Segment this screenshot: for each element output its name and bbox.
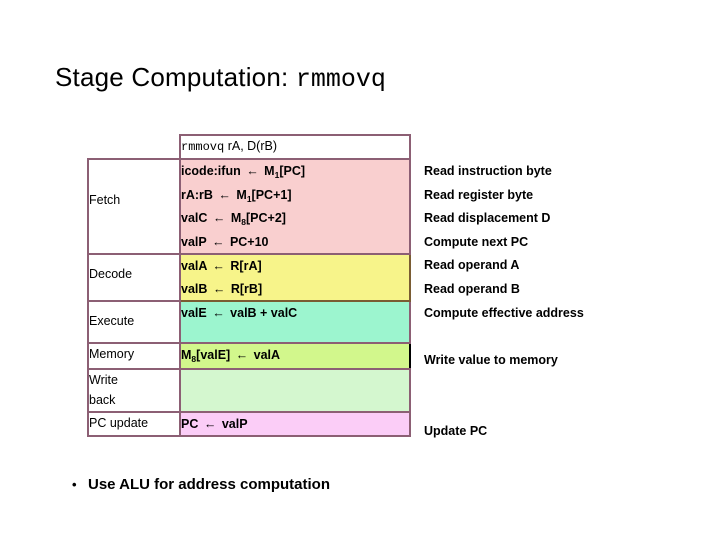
operations-memory: M8[valE] ← valA xyxy=(179,342,411,370)
stage-label-decode-cell: Decode xyxy=(87,253,181,302)
operation-line: valB ← R[rB] xyxy=(181,281,263,296)
stage-label-writeback-line1: Write xyxy=(89,372,118,387)
table-row-memory: Memory M8[valE] ← valA xyxy=(87,342,411,370)
assign-arrow-icon: ← xyxy=(246,164,259,178)
operations-pc-update: PC ← valP xyxy=(179,410,411,437)
operation-line: valA ← R[rA] xyxy=(181,259,262,273)
description-read-operand-b: Read operand B xyxy=(424,281,520,296)
stage-label-decode: Decode xyxy=(89,267,133,281)
description-read-operand-a: Read operand A xyxy=(424,258,520,273)
header-stage-blank xyxy=(88,135,180,159)
stage-computation-table: rmmovq rA, D(rB) Fetch icode:ifun ← M1[P… xyxy=(87,134,411,437)
table-row-fetch: Fetch icode:ifun ← M1[PC] rA:rB ← M1[PC+… xyxy=(87,158,411,255)
operation-line: valP ← PC+10 xyxy=(181,234,269,249)
description-read-displacement: Read displacement D xyxy=(424,211,551,226)
assign-arrow-icon: ← xyxy=(218,187,231,202)
assign-arrow-icon: ← xyxy=(211,234,225,249)
assign-arrow-icon: ← xyxy=(203,416,217,431)
assign-arrow-icon: ← xyxy=(212,281,226,296)
stage-label-fetch-cell: Fetch xyxy=(87,158,181,255)
stage-label-writeback-line2: back xyxy=(89,392,116,407)
assign-arrow-icon: ← xyxy=(212,211,226,225)
stage-label-execute: Execute xyxy=(89,314,135,328)
assign-arrow-icon: ← xyxy=(212,306,225,320)
stage-label-pc-update-cell: PC update xyxy=(87,410,181,437)
assign-arrow-icon: ← xyxy=(235,348,249,362)
stage-label-pc-update: PC update xyxy=(89,415,149,430)
header-instruction-text: rmmovq rA, D(rB) xyxy=(181,136,409,158)
header-instruction-mono: rmmovq xyxy=(181,140,225,154)
description-column: Read instruction byte Read register byte… xyxy=(424,160,684,443)
description-compute-effective-address: Compute effective address xyxy=(424,305,584,320)
table-header-row: rmmovq rA, D(rB) xyxy=(88,134,411,160)
operation-line: M8[valE] ← valA xyxy=(181,348,281,364)
description-read-instruction-byte: Read instruction byte xyxy=(424,164,552,178)
operation-line: rA:rB ← M1[PC+1] xyxy=(181,187,292,204)
stage-label-fetch: Fetch xyxy=(89,193,121,207)
operations-decode: valA ← R[rA] valB ← R[rB] xyxy=(179,253,411,302)
description-write-value-to-memory: Write value to memory xyxy=(424,352,558,367)
page-title-prefix: Stage Computation: xyxy=(55,62,296,92)
table-row-execute: Execute valE ← valB + valC xyxy=(87,300,411,344)
page-title: Stage Computation: rmmovq xyxy=(55,62,386,94)
description-update-pc: Update PC xyxy=(424,423,488,438)
table-row-pc-update: PC update PC ← valP xyxy=(87,410,411,437)
operation-line: valE ← valB + valC xyxy=(181,306,298,320)
bullet-marker-icon: • xyxy=(72,477,77,492)
operation-line: valC ← M8[PC+2] xyxy=(181,211,286,227)
table-row-writeback: Write xyxy=(87,367,411,412)
page-title-instruction: rmmovq xyxy=(295,65,386,94)
header-instruction-rest: rA, D(rB) xyxy=(224,139,277,153)
table-row-decode: Decode valA ← R[rA] valB ← R[rB] xyxy=(87,253,411,302)
operations-writeback xyxy=(179,368,411,412)
stage-label-writeback-cell-1: Write xyxy=(87,367,181,390)
stage-label-execute-cell: Execute xyxy=(87,300,181,344)
assign-arrow-icon: ← xyxy=(212,259,225,273)
bullet-item: • Use ALU for address computation xyxy=(72,476,330,493)
operation-line: PC ← valP xyxy=(181,416,248,431)
operations-execute: valE ← valB + valC xyxy=(179,301,411,344)
stage-label-memory: Memory xyxy=(89,347,135,361)
stage-label-writeback-cell-2: back xyxy=(87,389,181,413)
bullet-text: Use ALU for address computation xyxy=(88,476,330,493)
stage-label-memory-cell: Memory xyxy=(87,342,181,370)
description-compute-next-pc: Compute next PC xyxy=(424,234,529,249)
description-read-register-byte: Read register byte xyxy=(424,187,534,202)
operations-fetch: icode:ifun ← M1[PC] rA:rB ← M1[PC+1] val… xyxy=(179,159,411,255)
header-instruction-cell: rmmovq rA, D(rB) xyxy=(179,134,411,160)
table-row-writeback-cont: back xyxy=(87,389,410,413)
operation-line: icode:ifun ← M1[PC] xyxy=(181,164,306,180)
